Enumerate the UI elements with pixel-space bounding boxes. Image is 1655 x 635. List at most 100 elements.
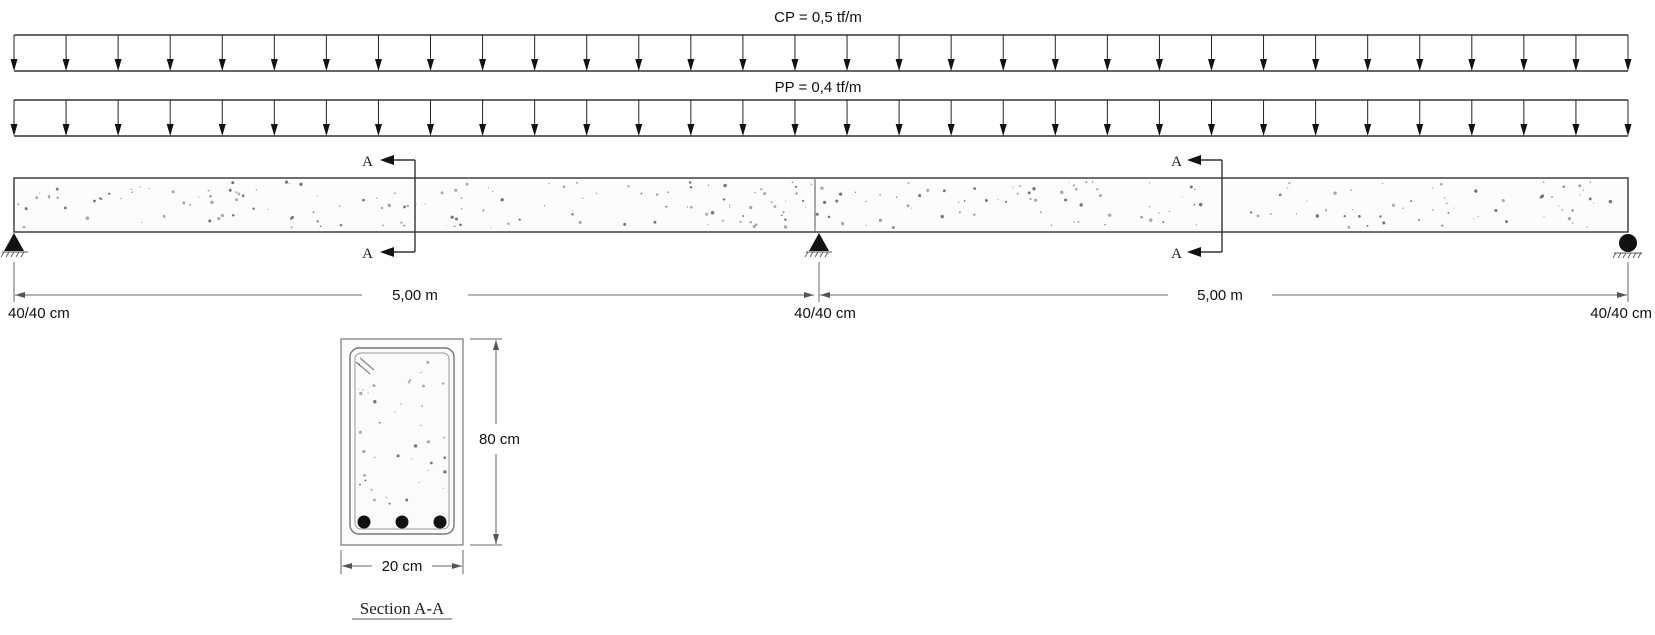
cross-section: 80 cm 20 cm Section A-A xyxy=(340,338,520,620)
concrete-speckle xyxy=(400,403,402,405)
concrete-speckle xyxy=(182,201,186,205)
load-arrow-head xyxy=(531,124,539,136)
concrete-speckle xyxy=(820,186,824,190)
concrete-speckle xyxy=(784,218,787,221)
concrete-speckle xyxy=(380,206,384,210)
concrete-speckle xyxy=(1073,221,1075,223)
concrete-speckle xyxy=(1306,200,1308,202)
concrete-speckle xyxy=(426,360,430,364)
concrete-speckle xyxy=(1148,206,1151,208)
concrete-speckle xyxy=(655,193,659,196)
concrete-speckle xyxy=(1095,188,1099,191)
load-arrow-head xyxy=(479,59,487,71)
concrete-speckle xyxy=(450,215,454,219)
concrete-speckle xyxy=(427,469,429,471)
concrete-speckle xyxy=(1350,189,1353,192)
concrete-speckle xyxy=(627,185,630,188)
concrete-speckle xyxy=(543,204,546,207)
concrete-speckle xyxy=(445,225,447,227)
concrete-speckle xyxy=(1578,194,1581,196)
concrete-speckle xyxy=(1402,207,1404,210)
concrete-speckle xyxy=(835,199,839,203)
concrete-speckle xyxy=(441,382,445,385)
concrete-speckle xyxy=(710,211,715,215)
concrete-speckle xyxy=(228,188,232,192)
concrete-speckle xyxy=(1347,225,1351,229)
concrete-speckle xyxy=(460,197,463,200)
load-arrow-head xyxy=(1312,59,1320,71)
span-dimension-left: 5,00 m xyxy=(13,262,814,304)
concrete-speckle xyxy=(595,192,598,195)
concrete-speckle xyxy=(1432,187,1434,189)
load-arrow-head xyxy=(1416,59,1424,71)
load-arrow-head xyxy=(1103,59,1111,71)
concrete-speckle xyxy=(571,213,574,216)
concrete-speckle xyxy=(1578,184,1582,188)
concrete-speckle xyxy=(443,436,446,439)
concrete-speckle xyxy=(362,198,365,202)
concrete-speckle xyxy=(1005,200,1008,203)
cp-load-arrows xyxy=(10,35,1632,71)
concrete-speckle xyxy=(1029,198,1032,200)
concrete-speckle xyxy=(459,223,462,227)
concrete-speckle xyxy=(1358,215,1361,218)
concrete-speckle xyxy=(1079,203,1083,207)
load-arrow-head xyxy=(166,59,174,71)
concrete-speckle xyxy=(387,203,392,208)
concrete-speckle xyxy=(892,226,895,229)
concrete-speckle xyxy=(963,200,966,202)
load-arrow-head xyxy=(427,59,435,71)
span-label-left: 5,00 m xyxy=(392,287,438,304)
concrete-speckle xyxy=(781,214,783,217)
concrete-speckle xyxy=(1278,193,1282,197)
load-arrow-head xyxy=(739,124,747,136)
section-mark-top-right: A xyxy=(1171,154,1182,170)
concrete-speckle xyxy=(1077,221,1080,223)
concrete-speckle xyxy=(410,458,413,460)
concrete-speckle xyxy=(1589,181,1591,183)
concrete-speckle xyxy=(665,205,668,208)
concrete-speckle xyxy=(1040,211,1042,213)
concrete-speckle xyxy=(801,199,805,203)
concrete-speckle xyxy=(24,207,28,211)
concrete-speckle xyxy=(1379,215,1382,218)
concrete-speckle xyxy=(1189,185,1193,189)
concrete-speckle xyxy=(1140,216,1143,219)
load-arrow-head xyxy=(1520,59,1528,71)
load-arrow-head xyxy=(114,59,122,71)
concrete-speckle xyxy=(461,208,463,210)
concrete-speckle xyxy=(729,206,731,208)
concrete-speckle xyxy=(723,183,727,188)
beam-concrete-texture xyxy=(17,180,1613,229)
concrete-speckle xyxy=(373,498,376,502)
concrete-speckle xyxy=(879,193,882,196)
concrete-speckle xyxy=(393,192,396,195)
concrete-speckle xyxy=(108,192,111,195)
concrete-speckle xyxy=(382,224,385,227)
beam-body xyxy=(13,177,1629,233)
concrete-speckle xyxy=(338,205,341,208)
load-arrow-head xyxy=(635,59,643,71)
concrete-speckle xyxy=(1027,191,1031,195)
concrete-speckle xyxy=(266,208,269,211)
concrete-speckle xyxy=(1074,187,1078,191)
concrete-speckle xyxy=(782,211,785,214)
concrete-speckle xyxy=(707,184,710,186)
concrete-speckle xyxy=(1561,209,1564,211)
load-arrow-head xyxy=(1260,124,1268,136)
concrete-speckle xyxy=(403,224,406,227)
concrete-speckle xyxy=(906,204,910,208)
concrete-speckle xyxy=(1256,214,1260,218)
concrete-speckle xyxy=(1288,181,1291,185)
load-arrow-head xyxy=(1103,124,1111,136)
load-arrow-head xyxy=(1155,59,1163,71)
support-size-middle: 40/40 cm xyxy=(794,305,856,322)
load-arrow-head xyxy=(322,59,330,71)
concrete-speckle xyxy=(1432,209,1434,211)
concrete-speckle xyxy=(35,196,39,200)
concrete-speckle xyxy=(749,205,753,210)
concrete-speckle xyxy=(385,496,387,499)
load-arrow-head xyxy=(895,124,903,136)
concrete-speckle xyxy=(742,215,744,217)
concrete-speckle xyxy=(98,197,101,200)
